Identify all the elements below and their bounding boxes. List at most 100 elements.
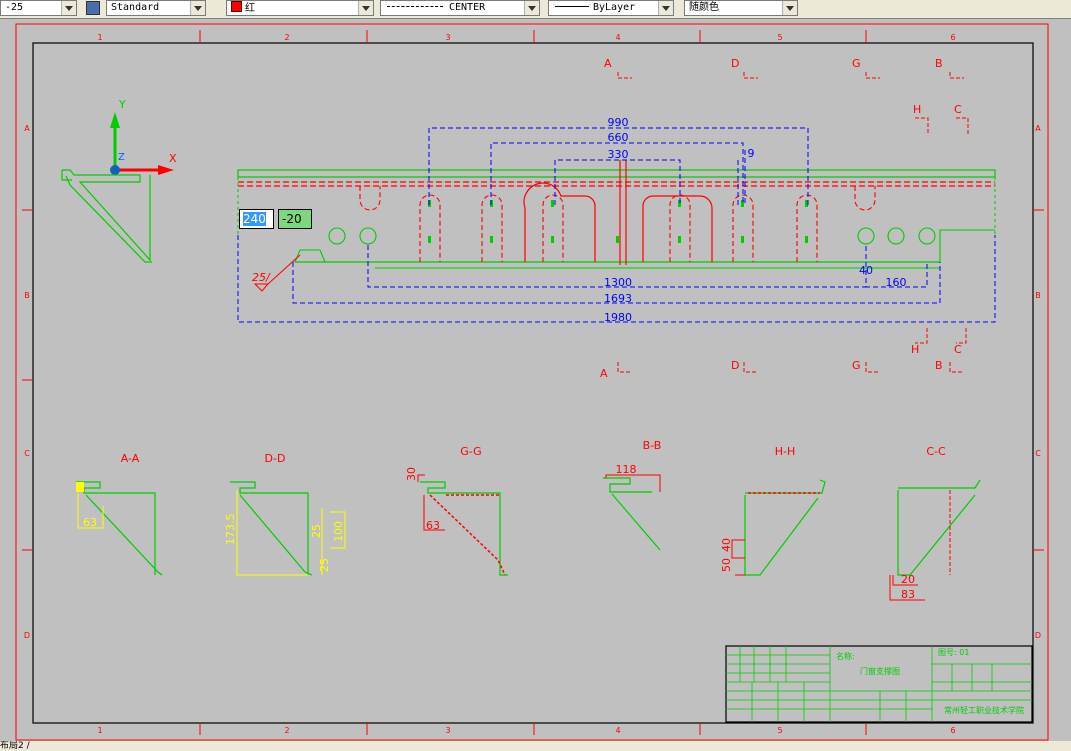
cad-drawing[interactable]: 1 2 3 4 5 6 1 2 3 4 5 6 A B C D A B C D …	[0, 18, 1071, 751]
chevron-down-icon[interactable]	[782, 1, 797, 15]
zone-col-3: 3	[445, 33, 450, 42]
hh-a-dim: 40	[720, 538, 733, 552]
layout-tab-2[interactable]: 布局2 /	[0, 741, 30, 751]
section-cut-markers: A D G B H C A D G B H C	[600, 57, 962, 380]
plot-style-dropdown[interactable]: 随颜色	[684, 0, 798, 16]
chevron-down-icon[interactable]	[524, 1, 539, 15]
zone-ticks	[22, 30, 1044, 735]
gg-left-dim: 63	[426, 519, 440, 532]
section-aa: 63	[76, 481, 163, 576]
text-style-value: Standard	[111, 2, 160, 13]
chevron-down-icon[interactable]	[658, 1, 673, 15]
plan-dimensions: 990 660 330 9 1300 1693 1980 40 160	[604, 116, 907, 324]
cut-label-g: G	[852, 57, 861, 70]
text-style-icon[interactable]	[86, 1, 100, 15]
zone-col-2: 2	[284, 33, 289, 42]
section-titles: A-A D-D G-G B-B H-H C-C	[121, 439, 946, 465]
zone-row-b: B	[24, 291, 30, 300]
chevron-down-icon[interactable]	[358, 1, 373, 15]
section-title-bb: B-B	[643, 439, 662, 452]
title-school: 常州轻工职业技术学院	[944, 705, 1024, 715]
zone-row-c: C	[24, 449, 30, 458]
cc-a-dim: 20	[901, 573, 915, 586]
zone-col-4-bottom: 4	[615, 726, 620, 735]
cut-label-h: H	[913, 103, 921, 116]
dynamic-input-y[interactable]: -20	[278, 209, 312, 229]
zone-labels: 1 2 3 4 5 6 1 2 3 4 5 6 A B C D A B C D	[24, 33, 1041, 735]
title-name-label: 名称:	[836, 651, 855, 661]
zone-col-1-bottom: 1	[97, 726, 102, 735]
svg-text:X: X	[169, 152, 177, 165]
linetype-dropdown[interactable]: CENTER	[380, 0, 540, 16]
bracket-profile	[61, 169, 152, 263]
cut-label-c: C	[954, 103, 962, 116]
bb-top-dim: 118	[616, 463, 637, 476]
cut-label-b-bottom: B	[935, 359, 943, 372]
drawing-canvas[interactable]: 1 2 3 4 5 6 1 2 3 4 5 6 A B C D A B C D …	[0, 18, 1071, 751]
center-line-icon	[387, 6, 443, 7]
svg-text:Z: Z	[118, 152, 125, 163]
lineweight-dropdown[interactable]: ByLayer	[548, 0, 674, 16]
lineweight-value: ByLayer	[593, 2, 636, 13]
gg-top-dim: 30	[405, 467, 418, 481]
cut-label-g-bottom: G	[852, 359, 861, 372]
properties-toolbar: -25 Standard 红 CENTER ByLayer 随颜色	[0, 0, 1071, 19]
zone-row-a-right: A	[1035, 124, 1041, 133]
plot-style-value: 随颜色	[689, 2, 719, 13]
section-title-hh: H-H	[775, 445, 796, 458]
cut-label-c-bottom: C	[954, 343, 962, 356]
dynamic-input-y-value: -20	[282, 212, 302, 226]
zone-col-4: 4	[615, 33, 620, 42]
dim-40: 40	[859, 264, 873, 277]
linetype-value: CENTER	[449, 2, 486, 13]
weld-symbol: 25/	[252, 254, 301, 292]
chevron-down-icon[interactable]	[61, 1, 76, 15]
red-swatch-icon	[231, 1, 242, 12]
hh-b-dim: 50	[720, 558, 733, 572]
aa-dim: 63	[83, 516, 97, 529]
zone-col-2-bottom: 2	[284, 726, 289, 735]
title-drawing-no: 图号: 01	[938, 648, 969, 657]
dim-1980: 1980	[604, 311, 632, 324]
dim-1300: 1300	[604, 276, 632, 289]
zone-row-d: D	[24, 631, 30, 640]
color-dropdown[interactable]: 红	[226, 0, 374, 16]
zone-row-b-right: B	[1035, 291, 1041, 300]
outer-border	[15, 23, 1049, 741]
section-title-aa: A-A	[121, 452, 140, 465]
chevron-down-icon[interactable]	[190, 1, 205, 15]
section-gg: 30 63	[405, 467, 508, 576]
title-name-value: 门窗支撑图	[860, 666, 900, 676]
inner-border	[32, 42, 1034, 724]
dd-mid-dim: 25	[310, 524, 323, 538]
layout-tabs: 布局2 /	[0, 741, 1071, 751]
dd-right-dim: 100	[332, 521, 345, 542]
dd-low-dim: 25	[318, 558, 331, 572]
cut-label-d: D	[731, 57, 739, 70]
svg-text:Y: Y	[118, 98, 126, 111]
dim-330: 330	[608, 148, 629, 161]
section-title-dd: D-D	[265, 452, 286, 465]
title-block: 名称: 门窗支撑图 图号: 01 常州轻工职业技术学院	[725, 645, 1033, 723]
dynamic-input-x-value: 240	[243, 212, 266, 226]
solid-line-icon	[555, 6, 589, 7]
scale-dropdown[interactable]: -25	[0, 0, 77, 16]
zone-col-5: 5	[777, 33, 782, 42]
cut-label-a: A	[604, 57, 612, 70]
weld-label: 25/	[252, 271, 271, 284]
dynamic-input-x[interactable]: 240	[239, 209, 274, 229]
color-value: 红	[245, 3, 255, 14]
text-style-dropdown[interactable]: Standard	[106, 0, 206, 16]
zone-row-d-right: D	[1035, 631, 1041, 640]
section-bb: 118	[603, 463, 661, 551]
zone-col-6-bottom: 6	[950, 726, 955, 735]
dd-left-dim: 173.5	[224, 514, 237, 546]
section-cut-lines	[617, 72, 969, 373]
dim-1693: 1693	[604, 292, 632, 305]
zone-col-5-bottom: 5	[777, 726, 782, 735]
cut-label-h-bottom: H	[911, 343, 919, 356]
dim-9: 9	[748, 147, 755, 160]
zone-row-a: A	[24, 124, 30, 133]
section-hh: 40 50	[720, 479, 826, 576]
dim-990: 990	[608, 116, 629, 129]
